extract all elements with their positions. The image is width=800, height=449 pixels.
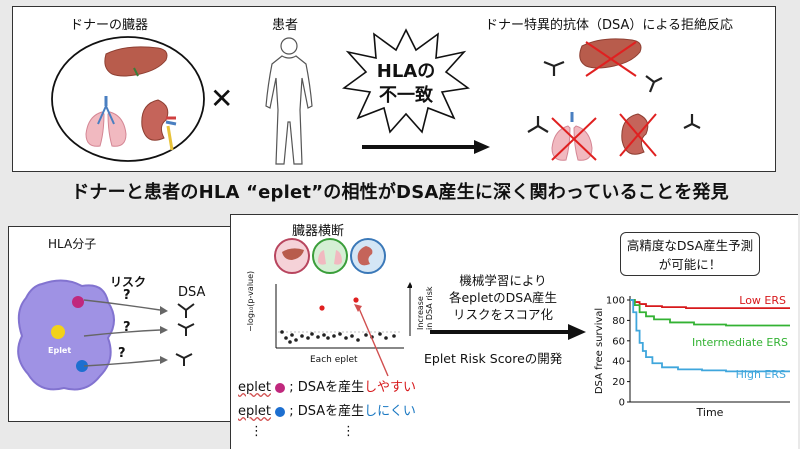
eplet-magenta-dot [72,296,84,308]
hla-mismatch-starburst [342,28,470,134]
eplet-pvalue-plot [275,282,412,349]
series-label-low-ers: Low ERS [739,294,786,307]
mismatch-line-1: HLAの [376,61,436,82]
survival-line-intermediate-ers [630,299,790,327]
mismatch-arrow [362,140,490,154]
ellipsis-left: ⋮ [250,424,263,439]
legend1-emphasis: しやすい [364,380,417,395]
hla-molecule-title: HLA分子 [48,237,97,251]
legend-row-high-risk: eplet ; DSAを産生しやすい [238,376,416,395]
y-axis-label: −log₁₀(p-value) [246,270,255,332]
red-pointer-arrow [354,304,389,377]
question-mark-1: ? [123,288,131,303]
ml-arrow [430,324,586,340]
mismatch-line-2: 不一致 [379,85,433,106]
chart-y-tick-label: 0 [619,398,625,409]
organ-circles [274,238,386,274]
kidney-icon [141,99,177,151]
chart-y-tick-label: 40 [612,357,625,368]
hla-mismatch-text: HLAの 不一致 [368,60,444,108]
eplet-label: Eplet [48,346,72,355]
dsa-label: DSA [178,285,206,300]
risk-label: リスク [110,275,147,289]
ml-description: 機械学習により 各epletのDSA産生 リスクをスコア化 [428,272,578,323]
prediction-title-line-2: が可能に！ [658,257,722,272]
rejection-label: ドナー特異的抗体（DSA）による拒絶反応 [485,18,734,33]
chart-y-axis-label: DSA free survival [594,308,605,394]
times-symbol: ✕ [210,82,234,115]
eplet-to-dsa-arrows [83,299,195,367]
legend2-text: ; DSAを産生 [289,404,365,419]
ml-line-3: リスクをスコア化 [452,307,553,322]
chart-y-tick-label: 60 [612,336,625,347]
legend1-text: ; DSAを産生 [289,380,365,395]
organ-cross-label: 臓器横断 [292,224,345,239]
chart-y-tick-label: 100 [606,296,625,307]
eplet-yellow-dot [51,325,65,339]
patient-silhouette-icon [265,37,313,165]
chart-x-axis-label: Time [696,406,724,419]
legend2-eplet-word: eplet [238,404,271,419]
lungs-icon [85,96,127,147]
increase-label-1: Increase [416,296,425,330]
donor-organs-illustration [51,36,205,162]
chart-y-tick-label: 20 [612,377,625,388]
prediction-title-box: 高精度なDSA産生予測 が可能に！ [620,232,760,276]
blue-dot-icon [275,406,286,417]
liver-icon [104,46,168,77]
prediction-title-line-1: 高精度なDSA産生予測 [626,238,754,253]
series-label-intermediate-ers: Intermediate ERS [692,336,788,349]
rejection-illustration [527,38,701,161]
question-mark-3: ? [118,346,126,361]
ers-development-label: Eplet Risk Scoreの開発 [424,351,563,366]
antibody-icon [175,303,195,366]
magenta-dot-icon [275,382,286,393]
patient-label: 患者 [272,18,299,33]
ml-line-1: 機械学習により [459,273,547,288]
eplet-blue-dot [76,360,88,372]
ellipsis-right: ⋮ [342,424,355,439]
donor-organs-label: ドナーの臓器 [70,18,149,33]
x-axis-label: Each eplet [310,355,358,365]
antibody-icon [527,60,701,133]
headline: ドナーと患者のHLA “eplet”の相性がDSA産生に深く関わっていることを発… [71,182,729,203]
legend1-eplet-word: eplet [238,380,271,395]
legend2-emphasis: しにくい [364,404,416,419]
ml-line-2: 各epletのDSA産生 [448,290,558,305]
question-mark-2: ? [123,320,131,335]
hla-molecule-blob [17,279,115,391]
series-label-high-ers: High ERS [736,368,786,381]
survival-line-high-ers [630,299,790,373]
chart-y-tick-label: 80 [612,316,625,327]
legend-row-low-risk: eplet ; DSAを産生しにくい [238,400,416,419]
